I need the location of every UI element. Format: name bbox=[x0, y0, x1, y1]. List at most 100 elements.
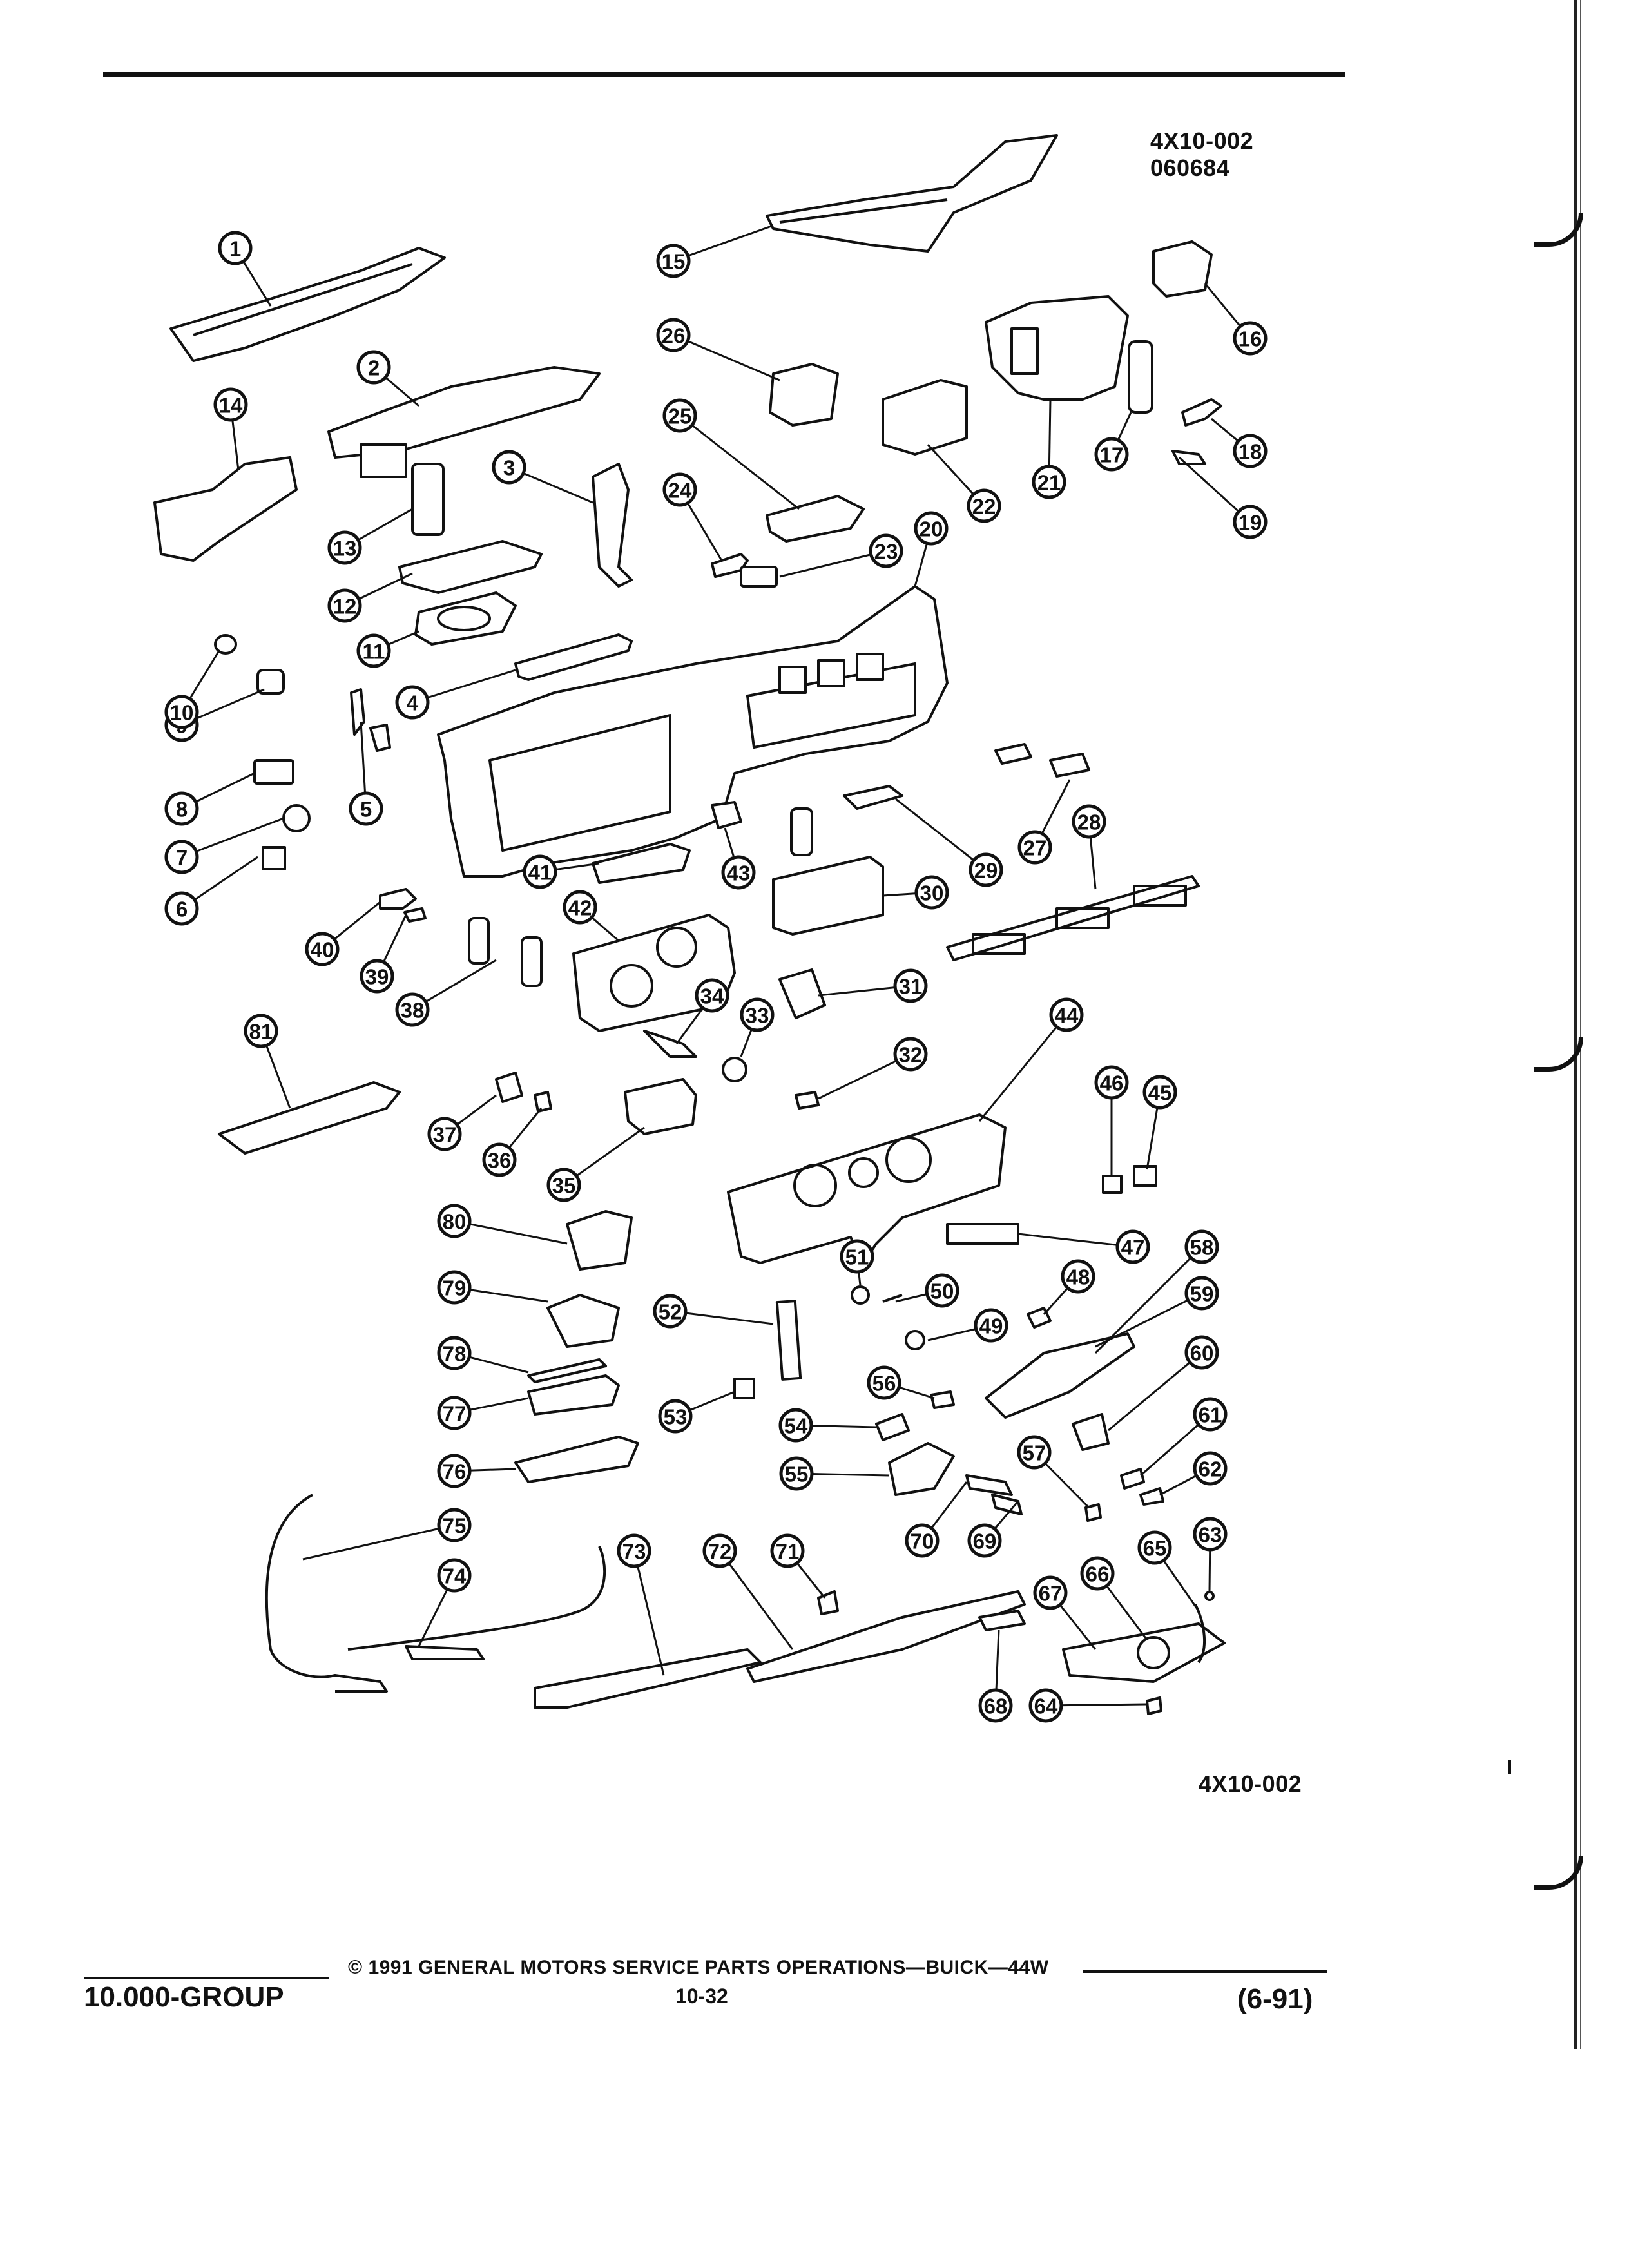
callout-65: 65 bbox=[1137, 1530, 1172, 1565]
callout-number: 73 bbox=[622, 1540, 646, 1564]
leader-line-15 bbox=[673, 224, 774, 262]
footer-rule-left bbox=[84, 1977, 329, 1979]
callout-57: 57 bbox=[1017, 1435, 1052, 1470]
page-right-border-inner bbox=[1580, 0, 1581, 2049]
callout-number: 11 bbox=[363, 640, 385, 664]
callout-number: 2 bbox=[368, 356, 380, 380]
callout-number: 66 bbox=[1086, 1562, 1110, 1586]
part-80 bbox=[566, 1210, 633, 1271]
leader-line-80 bbox=[454, 1220, 568, 1245]
callout-number: 69 bbox=[973, 1530, 997, 1553]
callout-64: 64 bbox=[1028, 1688, 1063, 1723]
top-rule bbox=[103, 72, 1345, 77]
part-switch-8 bbox=[253, 759, 294, 785]
leader-line-7 bbox=[181, 817, 284, 858]
callout-number: 60 bbox=[1190, 1341, 1214, 1365]
part-grille bbox=[514, 633, 633, 681]
callout-number: 71 bbox=[776, 1540, 800, 1564]
callout-39: 39 bbox=[360, 959, 394, 994]
figure-code-bottom: 4X10-002 bbox=[1199, 1771, 1302, 1797]
callout-number: 25 bbox=[668, 405, 692, 428]
part-vent-29b bbox=[843, 785, 903, 810]
part-56 bbox=[930, 1390, 955, 1409]
callout-76: 76 bbox=[437, 1454, 472, 1488]
part-switch-31 bbox=[778, 968, 826, 1019]
callout-number: 78 bbox=[443, 1342, 467, 1366]
callout-40: 40 bbox=[305, 932, 340, 966]
callout-number: 43 bbox=[727, 861, 751, 885]
footer-copyright: © 1991 GENERAL MOTORS SERVICE PARTS OPER… bbox=[348, 1957, 1049, 1978]
callout-number: 50 bbox=[930, 1280, 954, 1303]
callout-16: 16 bbox=[1233, 321, 1268, 356]
callout-12: 12 bbox=[327, 588, 362, 623]
part-63 bbox=[1204, 1591, 1215, 1601]
callout-42: 42 bbox=[563, 890, 597, 925]
callout-number: 64 bbox=[1034, 1695, 1058, 1718]
part-trim-28 bbox=[946, 875, 1200, 961]
callout-number: 13 bbox=[333, 537, 357, 561]
callout-number: 55 bbox=[785, 1463, 809, 1486]
callout-72: 72 bbox=[702, 1533, 737, 1568]
callout-52: 52 bbox=[653, 1294, 688, 1329]
callout-21: 21 bbox=[1032, 465, 1066, 499]
callout-73: 73 bbox=[617, 1533, 651, 1568]
callout-23: 23 bbox=[869, 533, 903, 568]
part-61 bbox=[1120, 1468, 1145, 1490]
callout-41: 41 bbox=[523, 854, 557, 889]
part-43 bbox=[711, 801, 742, 829]
footer-revision: (6-91) bbox=[1237, 1983, 1313, 2015]
callout-38: 38 bbox=[395, 992, 430, 1027]
leader-line-60 bbox=[1108, 1351, 1202, 1432]
callout-62: 62 bbox=[1193, 1451, 1228, 1486]
part-34 bbox=[643, 1030, 697, 1058]
callout-81: 81 bbox=[244, 1014, 278, 1048]
part-33 bbox=[722, 1057, 747, 1082]
leader-line-73 bbox=[633, 1550, 665, 1676]
part-73 bbox=[534, 1648, 762, 1709]
callout-number: 40 bbox=[311, 938, 334, 962]
part-bracket bbox=[592, 463, 633, 588]
part-67 bbox=[1062, 1622, 1226, 1683]
callout-number: 34 bbox=[700, 985, 724, 1008]
part-clip-9 bbox=[256, 669, 285, 695]
callout-number: 47 bbox=[1121, 1236, 1145, 1260]
part-46 bbox=[1102, 1175, 1123, 1194]
callout-number: 18 bbox=[1239, 440, 1262, 464]
callout-10: 10 bbox=[164, 695, 199, 729]
callout-number: 68 bbox=[984, 1695, 1008, 1718]
leader-line-59 bbox=[1095, 1292, 1202, 1348]
callout-number: 76 bbox=[443, 1460, 467, 1484]
callout-number: 32 bbox=[899, 1043, 923, 1067]
callout-number: 74 bbox=[443, 1564, 467, 1588]
callout-number: 6 bbox=[176, 898, 188, 921]
callout-31: 31 bbox=[893, 968, 928, 1003]
part-vent-38b bbox=[521, 936, 543, 987]
part-lighter-70 bbox=[965, 1474, 1013, 1496]
callout-45: 45 bbox=[1142, 1075, 1177, 1110]
callout-56: 56 bbox=[867, 1365, 901, 1400]
part-strip-52 bbox=[775, 1300, 802, 1381]
part-defroster-duct bbox=[169, 247, 446, 362]
callout-number: 57 bbox=[1023, 1441, 1046, 1465]
part-54 bbox=[875, 1413, 910, 1441]
callout-number: 19 bbox=[1239, 511, 1262, 535]
callout-26: 26 bbox=[656, 318, 691, 352]
callout-29: 29 bbox=[969, 852, 1003, 887]
callout-number: 5 bbox=[360, 798, 372, 822]
callout-number: 44 bbox=[1055, 1004, 1079, 1028]
callout-number: 75 bbox=[443, 1514, 467, 1538]
callout-number: 35 bbox=[552, 1174, 576, 1198]
callout-69: 69 bbox=[967, 1523, 1002, 1558]
part-switch bbox=[740, 566, 778, 588]
callout-63: 63 bbox=[1193, 1517, 1228, 1552]
callout-18: 18 bbox=[1233, 434, 1268, 468]
callout-24: 24 bbox=[662, 472, 697, 507]
part-housing bbox=[769, 363, 839, 427]
callout-15: 15 bbox=[656, 244, 691, 278]
margin-mark bbox=[1508, 1760, 1511, 1774]
callout-number: 72 bbox=[708, 1540, 732, 1564]
callout-7: 7 bbox=[164, 840, 199, 874]
footer-rule-right bbox=[1083, 1970, 1327, 1973]
callout-66: 66 bbox=[1080, 1556, 1115, 1591]
callout-number: 53 bbox=[664, 1405, 688, 1429]
